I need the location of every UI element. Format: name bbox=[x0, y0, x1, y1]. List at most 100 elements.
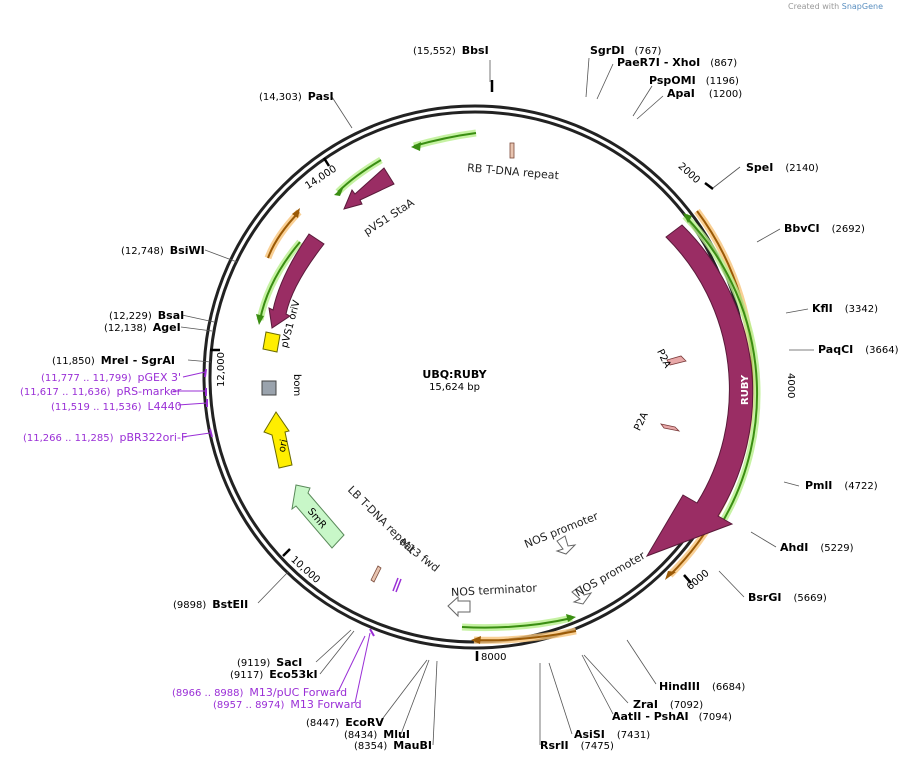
site-zrai: ZraI(7092) bbox=[633, 698, 703, 711]
svg-text:(12,229)BsaI: (12,229)BsaI bbox=[109, 309, 184, 322]
svg-text:(11,519 .. 11,536)L4440: (11,519 .. 11,536)L4440 bbox=[51, 400, 182, 413]
site-mlui: (8434)MluI bbox=[344, 728, 410, 741]
tick-label: 14,000 bbox=[303, 164, 338, 192]
site-bsteii: (9898)BstEII bbox=[173, 598, 248, 611]
site-bsai: (12,229)BsaI bbox=[109, 309, 184, 322]
ruby-label: RUBY bbox=[740, 374, 751, 405]
orf-right-inner bbox=[682, 213, 761, 528]
plasmid-size: 15,624 bp bbox=[429, 382, 480, 393]
primer-leaders bbox=[173, 368, 375, 704]
site-bsiwi: (12,748)BsiWI bbox=[121, 244, 205, 257]
svg-text:HindIII(6684): HindIII(6684) bbox=[659, 680, 745, 693]
svg-text:(11,777 .. 11,799)pGEX 3': (11,777 .. 11,799)pGEX 3' bbox=[41, 371, 181, 384]
site-saci: (9119)SacI bbox=[237, 656, 302, 669]
pvs1-repa-feature: pVS1 RepA bbox=[268, 233, 337, 329]
site-spei: SpeI(2140) bbox=[746, 161, 819, 174]
svg-text:RsrII(7475): RsrII(7475) bbox=[540, 739, 614, 752]
site-pmli: PmlI(4722) bbox=[805, 479, 878, 492]
svg-text:AhdI(5229): AhdI(5229) bbox=[780, 541, 854, 554]
svg-text:(9117)Eco53kI: (9117)Eco53kI bbox=[230, 668, 318, 681]
tick-2000: 2000 bbox=[676, 161, 714, 190]
primer-m13-forward: (8957 .. 8974)M13 Forward bbox=[213, 698, 362, 711]
tick-label: 2000 bbox=[676, 161, 702, 186]
primer-l4440: (11,519 .. 11,536)L4440 bbox=[51, 400, 182, 413]
svg-text:AsiSI(7431): AsiSI(7431) bbox=[574, 728, 650, 741]
svg-text:(12,138)AgeI: (12,138)AgeI bbox=[104, 321, 181, 334]
orf-bottom-inner bbox=[461, 614, 576, 632]
site-ahdi: AhdI(5229) bbox=[780, 541, 854, 554]
lb-repeat-label: LB T-DNA repeat bbox=[345, 483, 419, 557]
rb-repeat-feature: RB T-DNA repeat bbox=[467, 142, 560, 182]
orf-bottom-outer bbox=[471, 627, 577, 644]
primer-pgex3: (11,777 .. 11,799)pGEX 3' bbox=[41, 371, 181, 384]
svg-text:PspOMI(1196): PspOMI(1196) bbox=[649, 74, 739, 87]
site-bbvci: BbvCI(2692) bbox=[784, 222, 865, 235]
svg-text:BsrGI(5669): BsrGI(5669) bbox=[748, 591, 827, 604]
ori-feature: ori bbox=[263, 411, 293, 469]
svg-text:(8447)EcoRV: (8447)EcoRV bbox=[306, 716, 384, 729]
primer-m13-puc-forward: (8966 .. 8988)M13/pUC Forward bbox=[172, 686, 347, 699]
primer-prs-marker: (11,617 .. 11,636)pRS-marker bbox=[20, 385, 182, 398]
ruby-feature: RUBY bbox=[645, 224, 754, 557]
tick-6000: 6000 bbox=[683, 568, 712, 593]
svg-text:(8434)MluI: (8434)MluI bbox=[344, 728, 410, 741]
site-sgrdi: SgrDI(767) bbox=[590, 44, 661, 57]
site-leaders bbox=[180, 57, 814, 746]
p2a-label-1: P2A bbox=[654, 348, 672, 370]
nos-terminator-label: NOS terminator bbox=[451, 582, 538, 599]
svg-text:SpeI(2140): SpeI(2140) bbox=[746, 161, 819, 174]
site-agei: (12,138)AgeI bbox=[104, 321, 181, 334]
site-hindiii: HindIII(6684) bbox=[659, 680, 745, 693]
tick-8000: 8000 bbox=[475, 651, 506, 663]
site-maubi: (8354)MauBI bbox=[354, 739, 432, 752]
svg-text:(14,303)PasI: (14,303)PasI bbox=[259, 90, 334, 103]
svg-text:SgrDI(767): SgrDI(767) bbox=[590, 44, 661, 57]
p2a-label-2: P2A bbox=[632, 411, 650, 433]
nos-promoter-1: NOS promoter bbox=[522, 509, 601, 555]
svg-text:(9898)BstEII: (9898)BstEII bbox=[173, 598, 248, 611]
svg-text:BbvCI(2692): BbvCI(2692) bbox=[784, 222, 865, 235]
svg-text:PaeR7I- XhoI(867): PaeR7I- XhoI(867) bbox=[617, 56, 737, 69]
svg-text:(11,850)MreI- SgrAI: (11,850)MreI- SgrAI bbox=[52, 354, 175, 367]
orf-upper-left-green bbox=[334, 156, 383, 196]
site-asisi: AsiSI(7431) bbox=[574, 728, 650, 741]
credit-prefix: Created with bbox=[788, 2, 840, 11]
orf-left-inner bbox=[256, 239, 303, 325]
site-eco53ki: (9117)Eco53kI bbox=[230, 668, 318, 681]
tick-label: 4000 bbox=[785, 373, 796, 398]
svg-text:KflI(3342): KflI(3342) bbox=[812, 302, 878, 315]
site-ecorv: (8447)EcoRV bbox=[306, 716, 384, 729]
svg-text:(8966 .. 8988)M13/pUC Forward: (8966 .. 8988)M13/pUC Forward bbox=[172, 686, 347, 699]
svg-text:ApaI(1200): ApaI(1200) bbox=[667, 87, 742, 100]
orf-top-green bbox=[411, 129, 477, 151]
svg-text:(8354)MauBI: (8354)MauBI bbox=[354, 739, 432, 752]
svg-text:AatII- PshAI(7094): AatII- PshAI(7094) bbox=[612, 710, 732, 723]
p2a-feature-2: P2A bbox=[632, 411, 681, 433]
smr-feature: SmR bbox=[291, 484, 345, 549]
tick-12000: 12,000 bbox=[210, 348, 227, 387]
svg-text:(12,748)BsiWI: (12,748)BsiWI bbox=[121, 244, 205, 257]
site-apai: ApaI(1200) bbox=[667, 87, 742, 100]
pvs1-staa-label: pVS1 StaA bbox=[361, 196, 417, 239]
svg-text:(11,266 .. 11,285)pBR322ori-F: (11,266 .. 11,285)pBR322ori-F bbox=[23, 431, 187, 444]
tick-label: 6000 bbox=[685, 568, 712, 593]
nos-promoter-label-2: NOS promoter bbox=[573, 549, 648, 600]
rb-repeat-label: RB T-DNA repeat bbox=[467, 161, 560, 182]
svg-text:(8957 .. 8974)M13 Forward: (8957 .. 8974)M13 Forward bbox=[213, 698, 362, 711]
nos-terminator: NOS terminator bbox=[447, 582, 538, 618]
svg-text:(11,617 .. 11,636)pRS-marker: (11,617 .. 11,636)pRS-marker bbox=[20, 385, 182, 398]
site-paer7i-xhoi: PaeR7I- XhoI(867) bbox=[617, 56, 737, 69]
svg-text:(9119)SacI: (9119)SacI bbox=[237, 656, 302, 669]
p2a-feature-1: P2A bbox=[654, 348, 687, 370]
snapgene-logo: SnapGene bbox=[841, 2, 883, 11]
tick-label: 8000 bbox=[481, 652, 506, 663]
site-mrei-sgrai: (11,850)MreI- SgrAI bbox=[52, 354, 175, 367]
site-rsrii: RsrII(7475) bbox=[540, 739, 614, 752]
svg-text:ZraI(7092): ZraI(7092) bbox=[633, 698, 703, 711]
site-paqci: PaqCI(3664) bbox=[818, 343, 899, 356]
site-pspomi: PspOMI(1196) bbox=[649, 74, 739, 87]
svg-text:PmlI(4722): PmlI(4722) bbox=[805, 479, 878, 492]
site-pasi: (14,303)PasI bbox=[259, 90, 334, 103]
site-kfli: KflI(3342) bbox=[812, 302, 878, 315]
